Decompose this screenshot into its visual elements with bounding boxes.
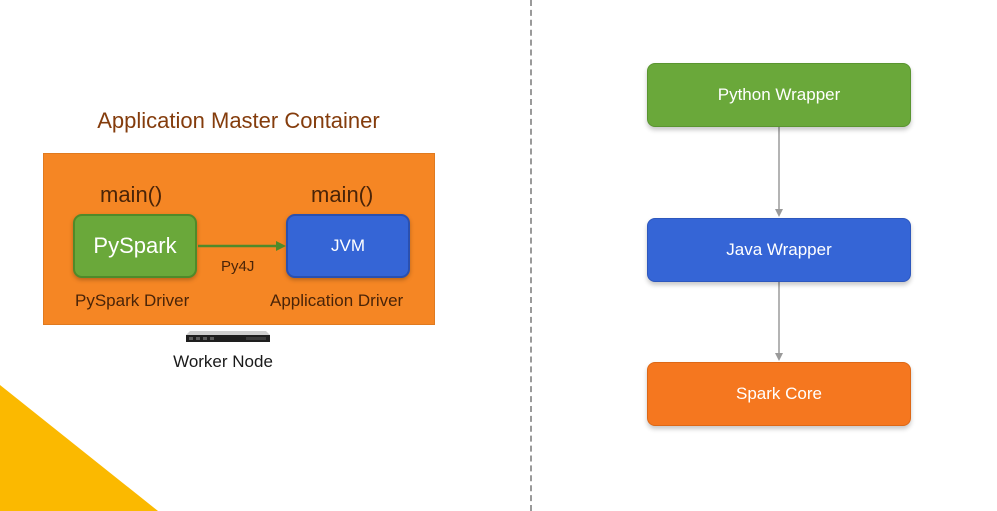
python-wrapper-label: Python Wrapper (717, 85, 841, 104)
pyspark-node-label: PySpark (93, 233, 177, 258)
python-wrapper-box: Python Wrapper (647, 63, 911, 127)
java-wrapper-label: Java Wrapper (726, 240, 832, 259)
py4j-arrow-head (276, 241, 286, 251)
java-to-spark-arrow-head (775, 353, 783, 361)
python-to-java-arrow-head (775, 209, 783, 217)
jvm-main-label: main() (311, 182, 374, 207)
diagram-title: Application Master Container (97, 108, 380, 133)
jvm-node: JVM (286, 214, 410, 278)
pyspark-driver-caption: PySpark Driver (75, 291, 190, 310)
py4j-label: Py4J (221, 258, 255, 275)
server-rack-icon (186, 331, 270, 342)
pyspark-main-label: main() (100, 182, 163, 207)
spark-core-box: Spark Core (647, 362, 911, 426)
java-wrapper-box: Java Wrapper (647, 218, 911, 282)
pyspark-node: PySpark (73, 214, 197, 278)
spark-core-label: Spark Core (736, 384, 822, 403)
jvm-node-label: JVM (331, 236, 365, 255)
application-driver-caption: Application Driver (270, 291, 404, 310)
section-divider (530, 0, 532, 511)
worker-node-caption: Worker Node (173, 352, 273, 371)
